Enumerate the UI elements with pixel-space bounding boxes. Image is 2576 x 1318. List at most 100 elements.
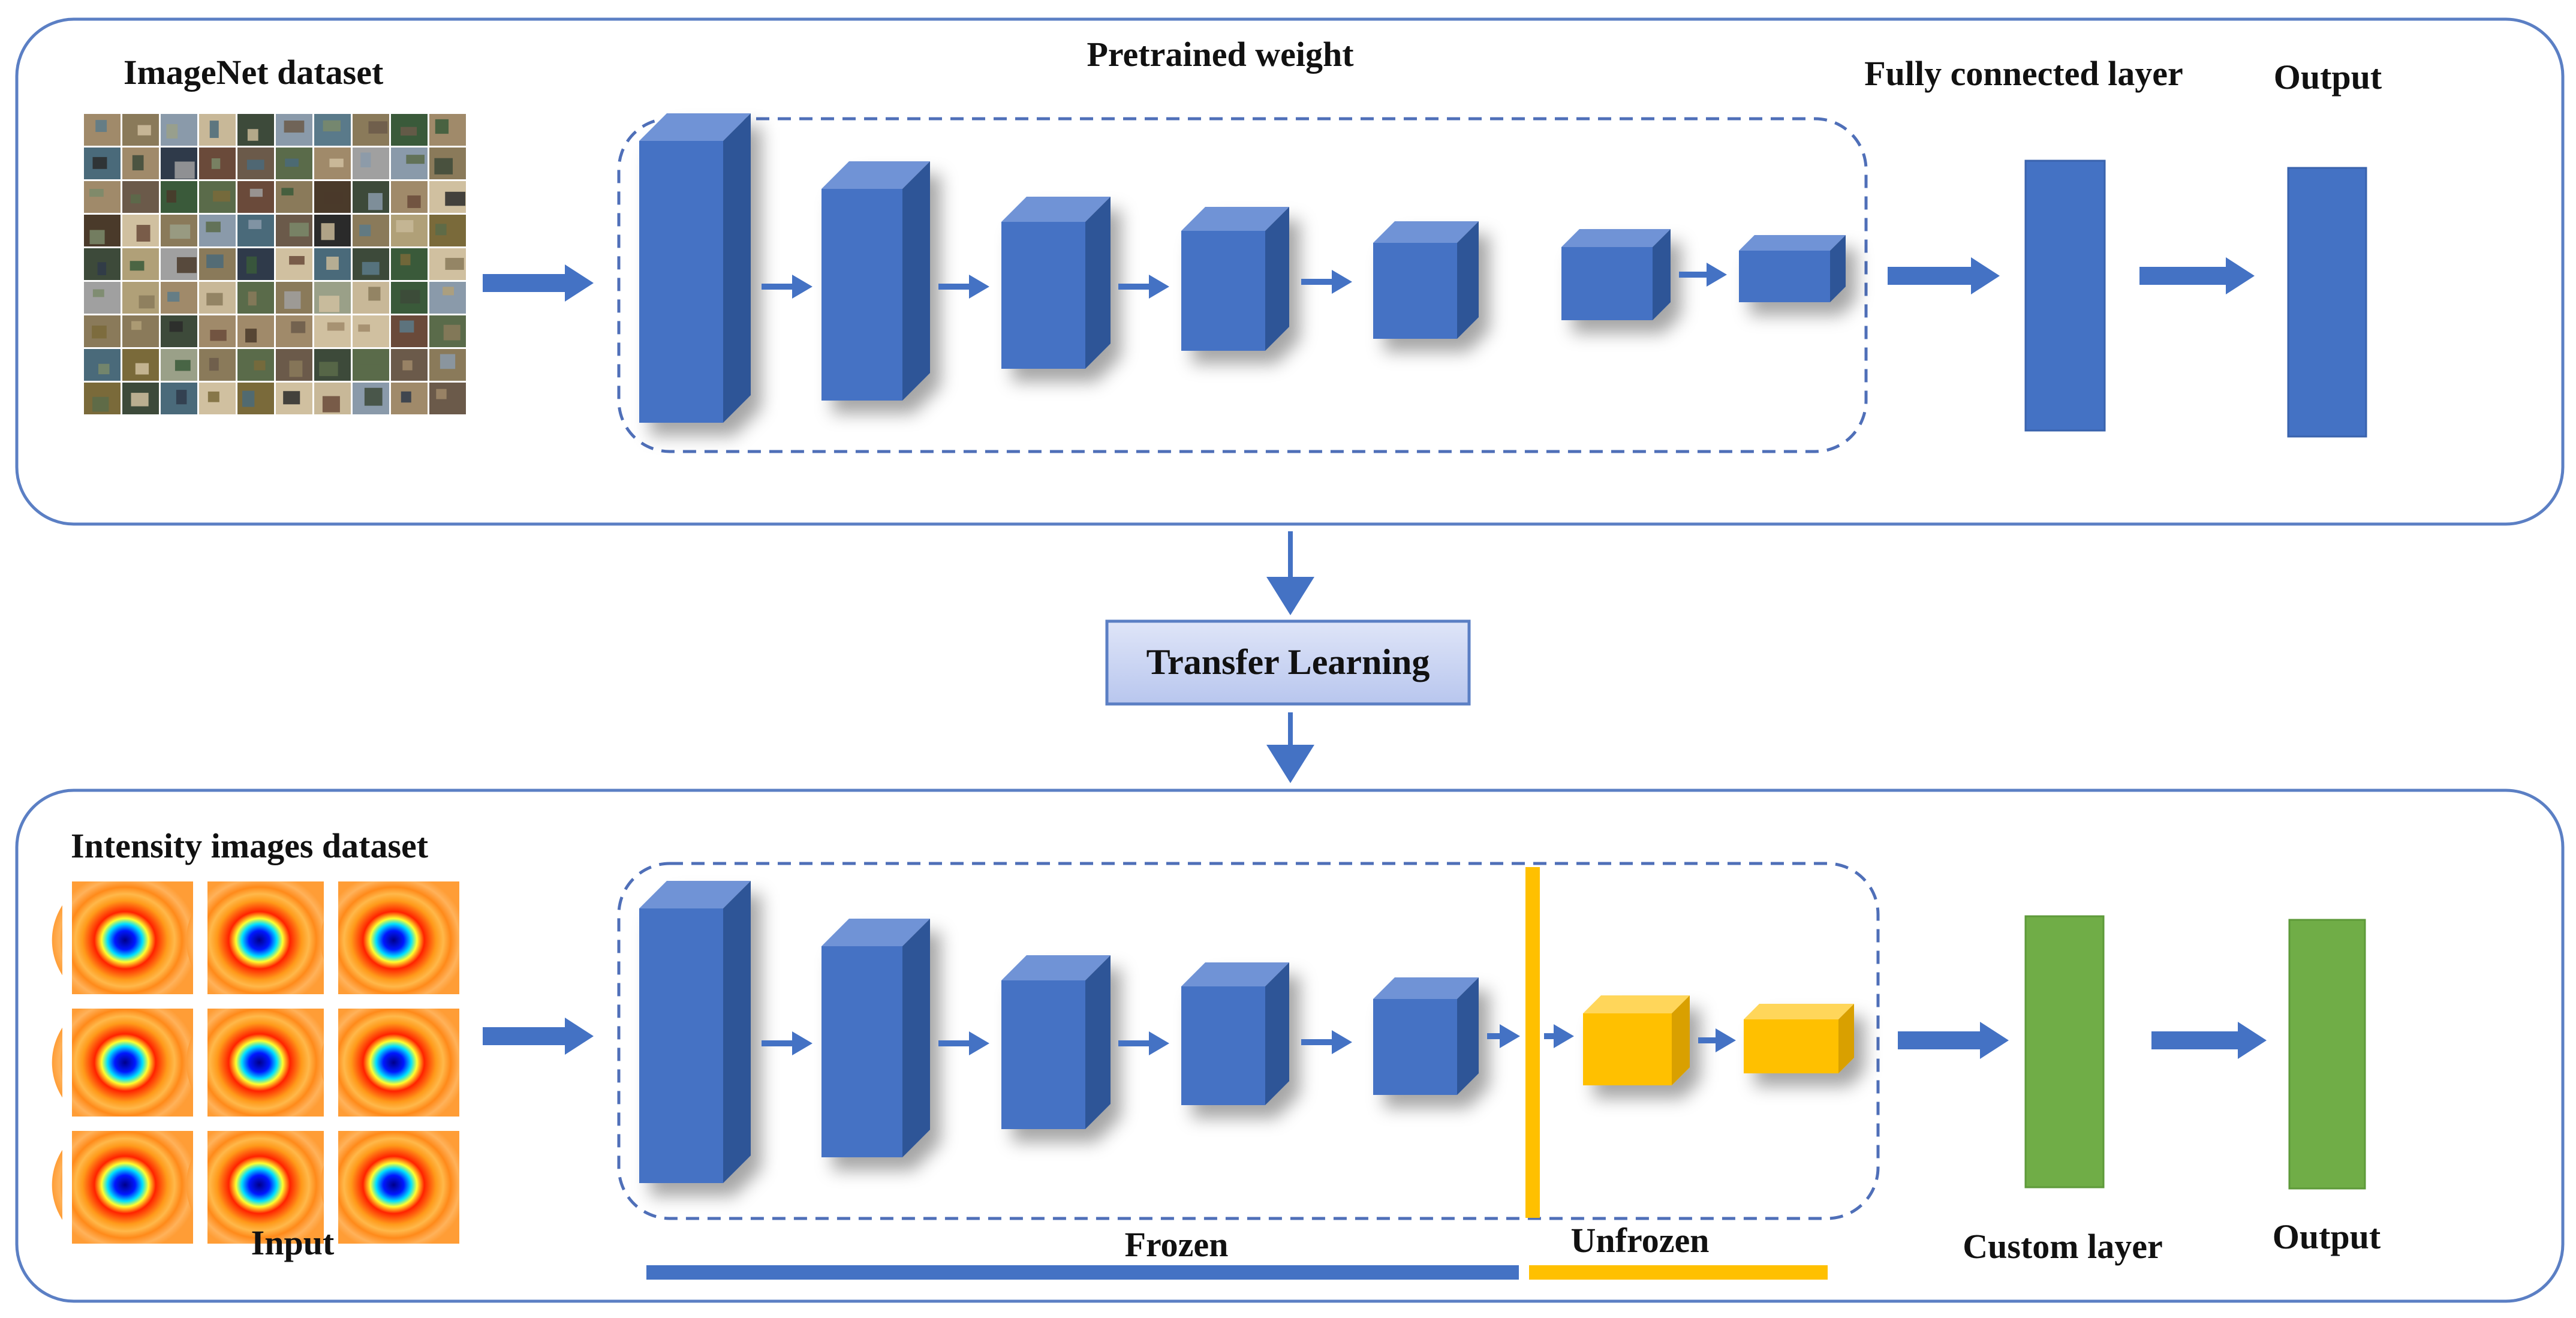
bottom-layer-3 — [1001, 955, 1111, 1129]
intensity-ring — [52, 994, 198, 1131]
bottom-layer-1 — [639, 881, 751, 1183]
input-label: Input — [251, 1223, 335, 1262]
arrow-top-layer-3 — [1118, 275, 1169, 299]
imagenet-tile-detail — [359, 224, 371, 236]
arrow-bottom-layer-2 — [938, 1031, 989, 1055]
imagenet-tile-detail — [137, 125, 151, 136]
imagenet-tile-detail — [443, 324, 461, 341]
imagenet-tile-detail — [319, 296, 339, 312]
imagenet-tile — [353, 148, 389, 179]
pretrained-weight-dashed-box — [617, 117, 1868, 453]
imagenet-tile-detail — [245, 329, 257, 343]
imagenet-dataset-label: ImageNet dataset — [124, 53, 384, 92]
arrow-input-to-model — [483, 1018, 594, 1055]
imagenet-tile-detail — [167, 291, 180, 302]
imagenet-tile-detail — [362, 261, 380, 275]
imagenet-tile-detail — [445, 258, 464, 270]
frozen-unfrozen-divider — [1525, 867, 1540, 1218]
imagenet-tile-detail — [130, 261, 145, 271]
top-layer-4 — [1181, 207, 1289, 351]
imagenet-tile-detail — [89, 230, 105, 245]
imagenet-tile-detail — [436, 389, 447, 399]
imagenet-tile — [314, 315, 351, 347]
imagenet-tile-detail — [434, 158, 453, 174]
imagenet-tile-detail — [285, 158, 299, 167]
imagenet-tile — [237, 215, 274, 246]
imagenet-tile — [429, 215, 466, 246]
imagenet-tile-detail — [291, 321, 306, 333]
arrow-model-to-custom — [1898, 1022, 2009, 1059]
imagenet-tile-detail — [289, 360, 303, 377]
imagenet-tile-detail — [406, 155, 425, 164]
top-conv-layers — [639, 113, 1846, 423]
imagenet-tile-detail — [400, 254, 411, 266]
imagenet-tile-detail — [207, 391, 219, 402]
top-layer-5 — [1373, 221, 1479, 339]
top-output-block — [2287, 167, 2367, 438]
imagenet-tile-detail — [400, 290, 420, 304]
imagenet-tile-detail — [210, 330, 227, 341]
imagenet-tile-detail — [323, 120, 341, 132]
intensity-ring — [52, 1117, 198, 1253]
imagenet-tile — [161, 181, 197, 213]
imagenet-tile — [353, 349, 389, 381]
imagenet-tile-detail — [170, 224, 191, 239]
bottom-output-label: Output — [2273, 1217, 2381, 1256]
imagenet-tile-detail — [402, 360, 413, 371]
imagenet-tile-detail — [368, 287, 381, 301]
imagenet-tile-detail — [445, 191, 466, 206]
arrow-custom-to-output — [2151, 1022, 2267, 1059]
imagenet-tile-detail — [131, 321, 142, 330]
imagenet-tile-detail — [247, 129, 258, 141]
imagenet-tile-detail — [92, 289, 104, 297]
imagenet-tile-detail — [368, 192, 383, 210]
imagenet-tile-detail — [364, 387, 383, 406]
top-panel-border — [15, 17, 2565, 526]
arrow-bottom-layer-1 — [762, 1031, 812, 1055]
imagenet-tile-detail — [359, 357, 380, 365]
imagenet-tile-detail — [248, 291, 257, 306]
imagenet-tile-detail — [131, 393, 149, 407]
arrow-top-layer-4 — [1301, 270, 1352, 294]
arrow-fc-to-output — [2139, 257, 2255, 294]
flow-arrows — [483, 257, 2267, 1059]
arrow-bottom-layer-7 — [1698, 1028, 1736, 1052]
arrow-bottom-layer-3 — [1118, 1031, 1169, 1055]
imagenet-tile-detail — [166, 124, 178, 139]
transfer-learning-label: Transfer Learning — [1146, 642, 1430, 682]
imagenet-tile-detail — [323, 191, 343, 205]
imagenet-tile-detail — [254, 360, 266, 371]
imagenet-tile-detail — [206, 254, 224, 269]
imagenet-tile-detail — [176, 257, 197, 273]
bottom-conv-layers — [639, 881, 1854, 1183]
imagenet-tile — [122, 315, 159, 347]
imagenet-tile-detail — [289, 222, 309, 237]
intensity-ring — [186, 1117, 333, 1253]
imagenet-tile-detail — [92, 396, 109, 412]
top-panel: ImageNet dataset Pretrained weight Fully… — [15, 17, 2565, 526]
arrow-top-layer-1 — [762, 275, 812, 299]
imagenet-tile-detail — [329, 158, 344, 167]
imagenet-tile — [429, 383, 466, 414]
imagenet-tile-detail — [283, 391, 300, 405]
imagenet-tile-detail — [289, 255, 305, 265]
top-layer-1 — [639, 113, 751, 423]
intensity-ring — [186, 872, 333, 1009]
imagenet-tile-detail — [89, 189, 104, 197]
imagenet-tile-detail — [135, 363, 149, 375]
unfrozen-bar — [1529, 1265, 1828, 1280]
intensity-ring — [52, 872, 198, 1009]
imagenet-tile — [353, 215, 389, 246]
imagenet-tile-detail — [326, 257, 339, 270]
imagenet-tile — [353, 315, 389, 347]
imagenet-tile — [429, 282, 466, 314]
imagenet-tile-detail — [322, 396, 340, 413]
imagenet-tile-detail — [139, 295, 155, 309]
imagenet-tile-detail — [169, 321, 183, 332]
unfrozen-layer-2 — [1744, 1004, 1854, 1073]
bottom-layer-4 — [1181, 962, 1289, 1105]
imagenet-tile-detail — [209, 121, 219, 139]
frozen-label: Frozen — [1125, 1225, 1229, 1264]
imagenet-tile-detail — [176, 390, 187, 405]
custom-layer-block — [2024, 915, 2105, 1188]
